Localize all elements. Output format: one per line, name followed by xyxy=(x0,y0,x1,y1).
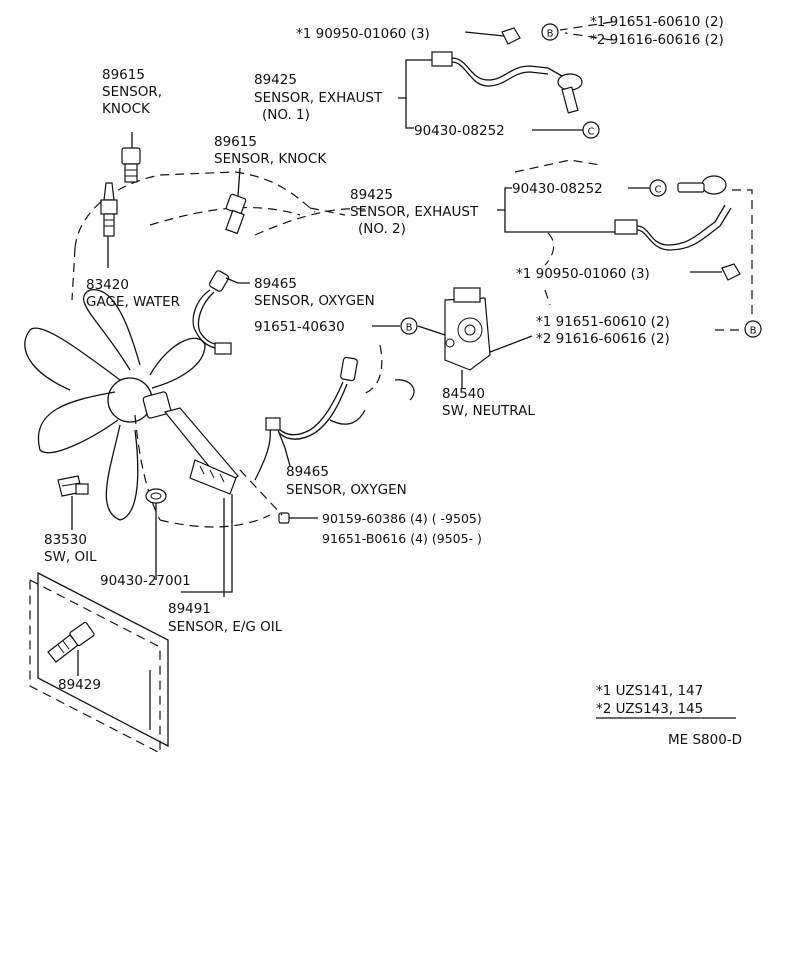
svg-text:*2 UZS143, 145: *2 UZS143, 145 xyxy=(596,701,703,717)
svg-text:SW, OIL: SW, OIL xyxy=(44,549,97,565)
marker-c-top: C xyxy=(582,121,600,139)
oxygen-sensor-lower-icon xyxy=(265,356,358,440)
svg-text:90430-08252: 90430-08252 xyxy=(512,181,603,197)
svg-text:SENSOR, OXYGEN: SENSOR, OXYGEN xyxy=(286,482,407,498)
svg-text:SENSOR, EXHAUST: SENSOR, EXHAUST xyxy=(350,204,479,220)
clip-icon xyxy=(501,27,521,45)
svg-text:89425: 89425 xyxy=(350,187,393,203)
svg-text:*1 91651-60610 (2): *1 91651-60610 (2) xyxy=(590,14,724,30)
svg-text:90430-27001: 90430-27001 xyxy=(100,573,191,589)
svg-text:91651-B0616 (4) (9505-: 91651-B0616 (4) (9505- ) xyxy=(322,531,482,546)
callout-top-b-refs: *1 91651-60610 (2) *2 91616-60616 (2) xyxy=(590,14,724,48)
screw-icon xyxy=(278,512,298,524)
knock-sensor-mid-icon xyxy=(225,193,247,235)
svg-text:*1 91651-60610 (2): *1 91651-60610 (2) xyxy=(536,314,670,330)
svg-text:90430-08252: 90430-08252 xyxy=(414,123,505,139)
callout-oil-gasket: 90430-27001 xyxy=(100,573,191,589)
svg-text:89425: 89425 xyxy=(254,72,297,88)
callout-oil-switch: 83530 SW, OIL xyxy=(44,532,97,565)
svg-text:B: B xyxy=(547,29,554,40)
callout-oxygen-sensor-upper: 89465 SENSOR, OXYGEN xyxy=(254,276,375,309)
svg-text:89615: 89615 xyxy=(214,134,257,150)
svg-text:83530: 83530 xyxy=(44,532,87,548)
svg-text:84540: 84540 xyxy=(442,386,485,402)
callout-top-clip-ref: *1 90950-01060 (3) xyxy=(296,26,430,42)
svg-text:(NO. 2): (NO. 2) xyxy=(358,221,406,237)
callout-oil-sensor: 89491 SENSOR, E/G OIL xyxy=(168,601,283,635)
callout-bolt-b: 91651-40630 xyxy=(254,319,345,335)
svg-text:SENSOR,: SENSOR, xyxy=(102,84,162,100)
svg-text:*1 90950-01060 (3): *1 90950-01060 (3) xyxy=(296,26,430,42)
oil-switch-icon xyxy=(57,475,89,497)
svg-text:C: C xyxy=(655,185,662,196)
leader-lines xyxy=(71,21,753,719)
marker-b-mid: B xyxy=(400,317,418,335)
callout-gasket-mid: 90430-08252 xyxy=(512,181,603,197)
svg-text:B: B xyxy=(406,323,413,334)
svg-text:*2 91616-60616 (2): *2 91616-60616 (2) xyxy=(536,331,670,347)
svg-text:C: C xyxy=(588,127,595,138)
svg-text:89491: 89491 xyxy=(168,601,211,617)
svg-text:89429: 89429 xyxy=(58,677,101,693)
svg-text:90159-60386 (4) ( -9505): 90159-60386 (4) ( -9505) xyxy=(322,511,482,526)
exhaust-sensor-no2-icon xyxy=(614,175,732,251)
svg-text:(NO. 1): (NO. 1) xyxy=(262,107,310,123)
water-gage-icon xyxy=(100,182,118,237)
diagram-code: ME S800-D xyxy=(668,732,742,748)
callout-oxygen-sensor-lower: 89465 SENSOR, OXYGEN xyxy=(286,464,407,498)
marker-b-right: B xyxy=(744,320,762,338)
svg-text:SENSOR, OXYGEN: SENSOR, OXYGEN xyxy=(254,293,375,309)
neutral-switch-icon xyxy=(444,287,491,371)
exhaust-sensor-no1-icon xyxy=(431,51,583,114)
callout-exhaust-sensor-no2: 89425 SENSOR, EXHAUST (NO. 2) xyxy=(350,187,479,237)
svg-text:SENSOR, EXHAUST: SENSOR, EXHAUST xyxy=(254,90,383,106)
callout-neutral-switch: 84540 SW, NEUTRAL xyxy=(442,386,535,419)
knock-sensor-left-icon xyxy=(121,147,141,183)
marker-b-top: B xyxy=(541,23,559,41)
engine-outline xyxy=(71,171,415,528)
oil-level-sensor-icon xyxy=(142,391,239,495)
inset-sensor-icon xyxy=(47,621,95,663)
callout-exhaust-sensor-no1: 89425 SENSOR, EXHAUST (NO. 1) xyxy=(254,72,383,123)
callout-knock-sensor-left: 89615 SENSOR, KNOCK xyxy=(102,67,162,117)
oxygen-sensor-upper-icon xyxy=(192,270,232,355)
callout-water-gage: 83420 GAGE, WATER xyxy=(86,277,180,310)
callout-knock-sensor-mid: 89615 SENSOR, KNOCK xyxy=(214,134,327,167)
svg-text:*1 90950-01060 (3): *1 90950-01060 (3) xyxy=(516,266,650,282)
callout-inset-part: 89429 xyxy=(58,677,101,693)
gasket-ring-icon xyxy=(145,488,167,504)
clip-icon xyxy=(721,263,741,281)
svg-text:SENSOR, E/G OIL: SENSOR, E/G OIL xyxy=(168,619,283,635)
svg-text:B: B xyxy=(750,326,757,337)
svg-text:ME S800-D: ME S800-D xyxy=(668,732,742,748)
svg-text:89465: 89465 xyxy=(286,464,329,480)
callout-clip-mid: *1 90950-01060 (3) xyxy=(516,266,650,282)
inset-box xyxy=(29,571,169,754)
marker-c-mid: C xyxy=(649,179,667,197)
cooling-fan xyxy=(24,289,206,521)
svg-text:GAGE, WATER: GAGE, WATER xyxy=(86,294,180,310)
model-notes: *1 UZS141, 147 *2 UZS143, 145 xyxy=(596,683,703,717)
callout-gasket-top: 90430-08252 xyxy=(414,123,505,139)
callout-screws: 90159-60386 (4) ( -9505) 91651-B0616 (4)… xyxy=(322,511,482,546)
svg-text:91651-40630: 91651-40630 xyxy=(254,319,345,335)
svg-text:SENSOR, KNOCK: SENSOR, KNOCK xyxy=(214,151,327,167)
svg-text:*2 91616-60616 (2): *2 91616-60616 (2) xyxy=(590,32,724,48)
svg-text:89615: 89615 xyxy=(102,67,145,83)
svg-text:SW, NEUTRAL: SW, NEUTRAL xyxy=(442,403,535,419)
svg-text:89465: 89465 xyxy=(254,276,297,292)
callout-b-refs: *1 91651-60610 (2) *2 91616-60616 (2) xyxy=(536,314,670,347)
svg-text:*1 UZS141, 147: *1 UZS141, 147 xyxy=(596,683,703,699)
svg-text:KNOCK: KNOCK xyxy=(102,101,151,117)
svg-text:83420: 83420 xyxy=(86,277,129,293)
